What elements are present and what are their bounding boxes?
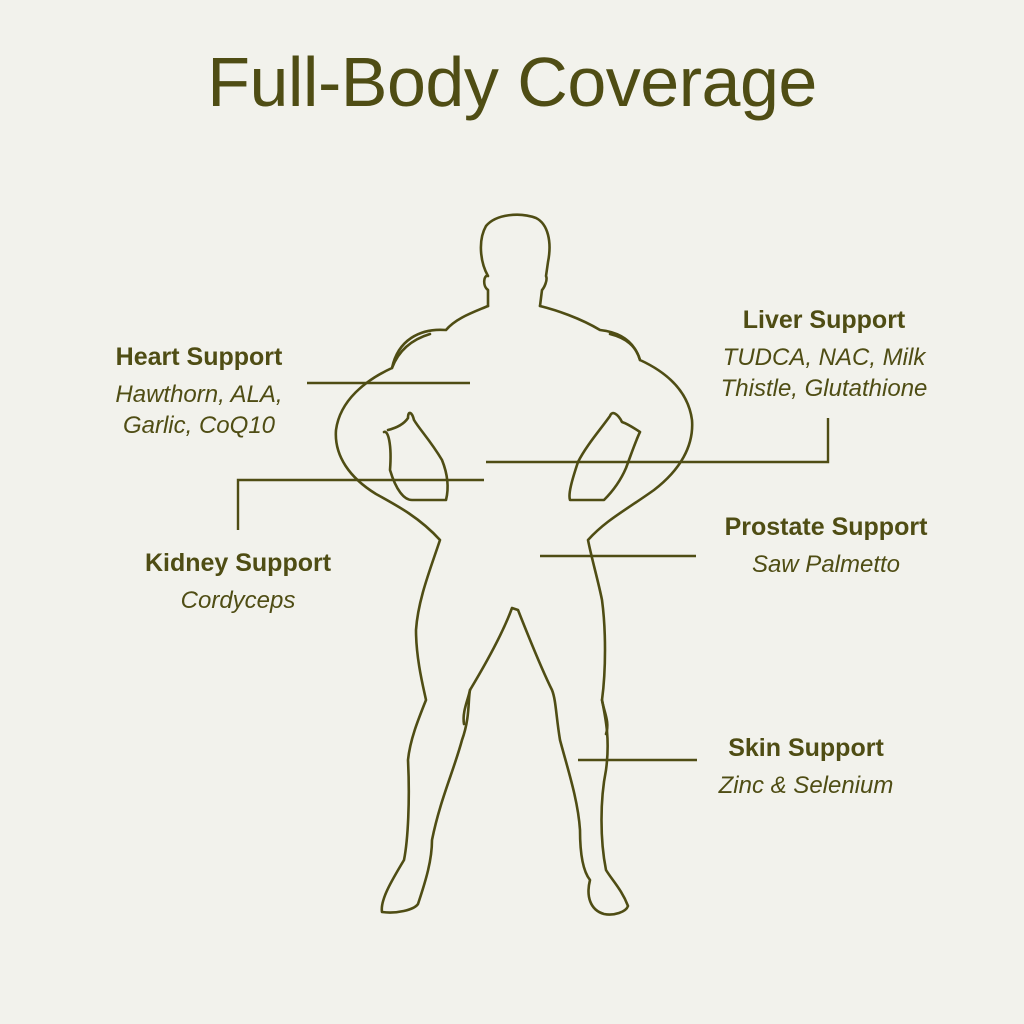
skin-support-label: Skin Support Zinc & Selenium (676, 732, 936, 801)
heart-ingredients-line-2: Garlic, CoQ10 (122, 412, 276, 439)
kidney-support-title: Kidney Support (144, 549, 332, 577)
head-outline (479, 213, 551, 308)
page-title: Full-Body Coverage (207, 43, 817, 121)
liver-ingredients-line-2: Thistle, Glutathione (720, 375, 928, 402)
liver-ingredients-line-1: TUDCA, NAC, Milk (722, 344, 926, 371)
right-shoulder-line (608, 332, 642, 362)
kidney-ingredients-line-1: Cordyceps (180, 587, 296, 614)
left-inner-arm (382, 411, 449, 502)
liver-support-title: Liver Support (742, 306, 906, 334)
heart-support-title: Heart Support (115, 343, 283, 371)
liver-leader-line (486, 418, 830, 464)
kidney-leader-line (236, 478, 484, 530)
left-knee-line (462, 688, 472, 726)
skin-support-ingredients: Zinc & Selenium (676, 770, 936, 801)
kidney-support-label: Kidney Support Cordyceps (108, 547, 368, 616)
body-outline (334, 304, 694, 916)
skin-ingredients-line-1: Zinc & Selenium (718, 772, 894, 799)
heart-support-ingredients: Hawthorn, ALA, Garlic, CoQ10 (78, 379, 320, 441)
skin-support-title: Skin Support (728, 734, 884, 762)
prostate-support-title: Prostate Support (724, 513, 928, 541)
prostate-support-label: Prostate Support Saw Palmetto (676, 511, 976, 580)
liver-support-label: Liver Support TUDCA, NAC, Milk Thistle, … (684, 304, 964, 404)
heart-ingredients-line-1: Hawthorn, ALA, (115, 381, 283, 408)
prostate-ingredients-line-1: Saw Palmetto (751, 551, 901, 578)
prostate-support-ingredients: Saw Palmetto (676, 549, 976, 580)
liver-support-ingredients: TUDCA, NAC, Milk Thistle, Glutathione (684, 342, 964, 404)
kidney-support-ingredients: Cordyceps (108, 585, 368, 616)
right-knee-line (600, 698, 609, 736)
heart-support-label: Heart Support Hawthorn, ALA, Garlic, CoQ… (78, 341, 320, 441)
right-inner-arm (568, 411, 642, 502)
left-shoulder-line (390, 332, 432, 370)
